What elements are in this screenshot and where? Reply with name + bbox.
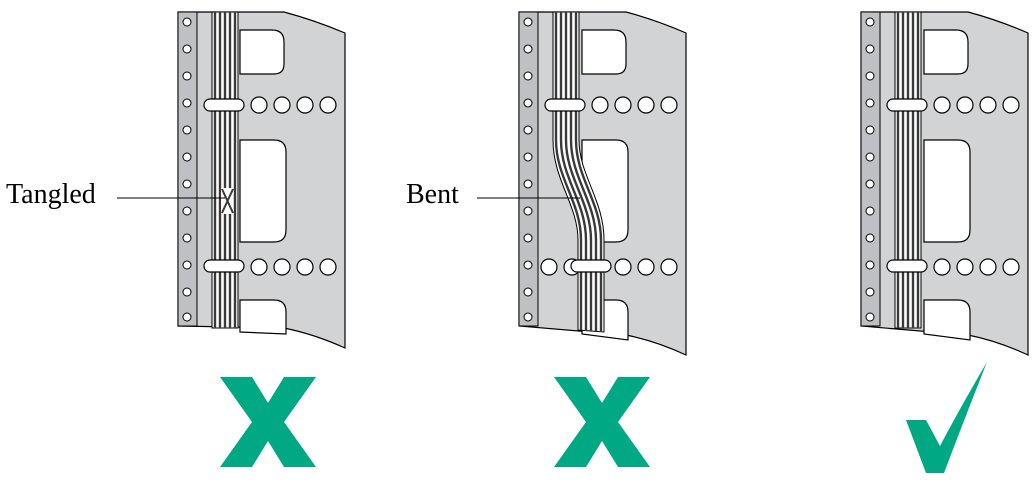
rail-window <box>239 139 287 243</box>
callout-label-tangled: Tangled <box>6 179 96 210</box>
rail-window <box>923 139 971 243</box>
rail-holes <box>182 17 192 322</box>
cable-bundle <box>552 11 605 333</box>
rail-window <box>239 29 285 75</box>
tie-holes <box>540 96 678 276</box>
cable-ties <box>544 98 612 273</box>
cross-mark-icon <box>554 377 650 467</box>
cable-bundle <box>211 11 239 329</box>
tie-holes <box>250 96 337 276</box>
rail-holes <box>523 17 533 322</box>
panel-tangled <box>117 11 346 467</box>
rail-hole-strip <box>177 11 198 327</box>
rail-window <box>923 299 971 341</box>
rail-window <box>581 29 627 75</box>
rail-holes <box>865 17 875 322</box>
panel-bent <box>477 11 687 467</box>
cross-mark-icon <box>220 377 316 467</box>
check-mark-icon <box>906 362 987 473</box>
panel-correct <box>860 11 1029 473</box>
rail-window <box>239 299 287 335</box>
cable-ties <box>886 98 928 273</box>
rail-hole-strip <box>860 11 881 327</box>
rail-hole-strip <box>518 11 539 327</box>
tie-holes <box>933 96 1020 276</box>
rail-window <box>923 29 969 75</box>
callout-label-bent: Bent <box>406 179 459 210</box>
cable-bundle <box>894 11 922 329</box>
cable-ties <box>203 98 245 273</box>
